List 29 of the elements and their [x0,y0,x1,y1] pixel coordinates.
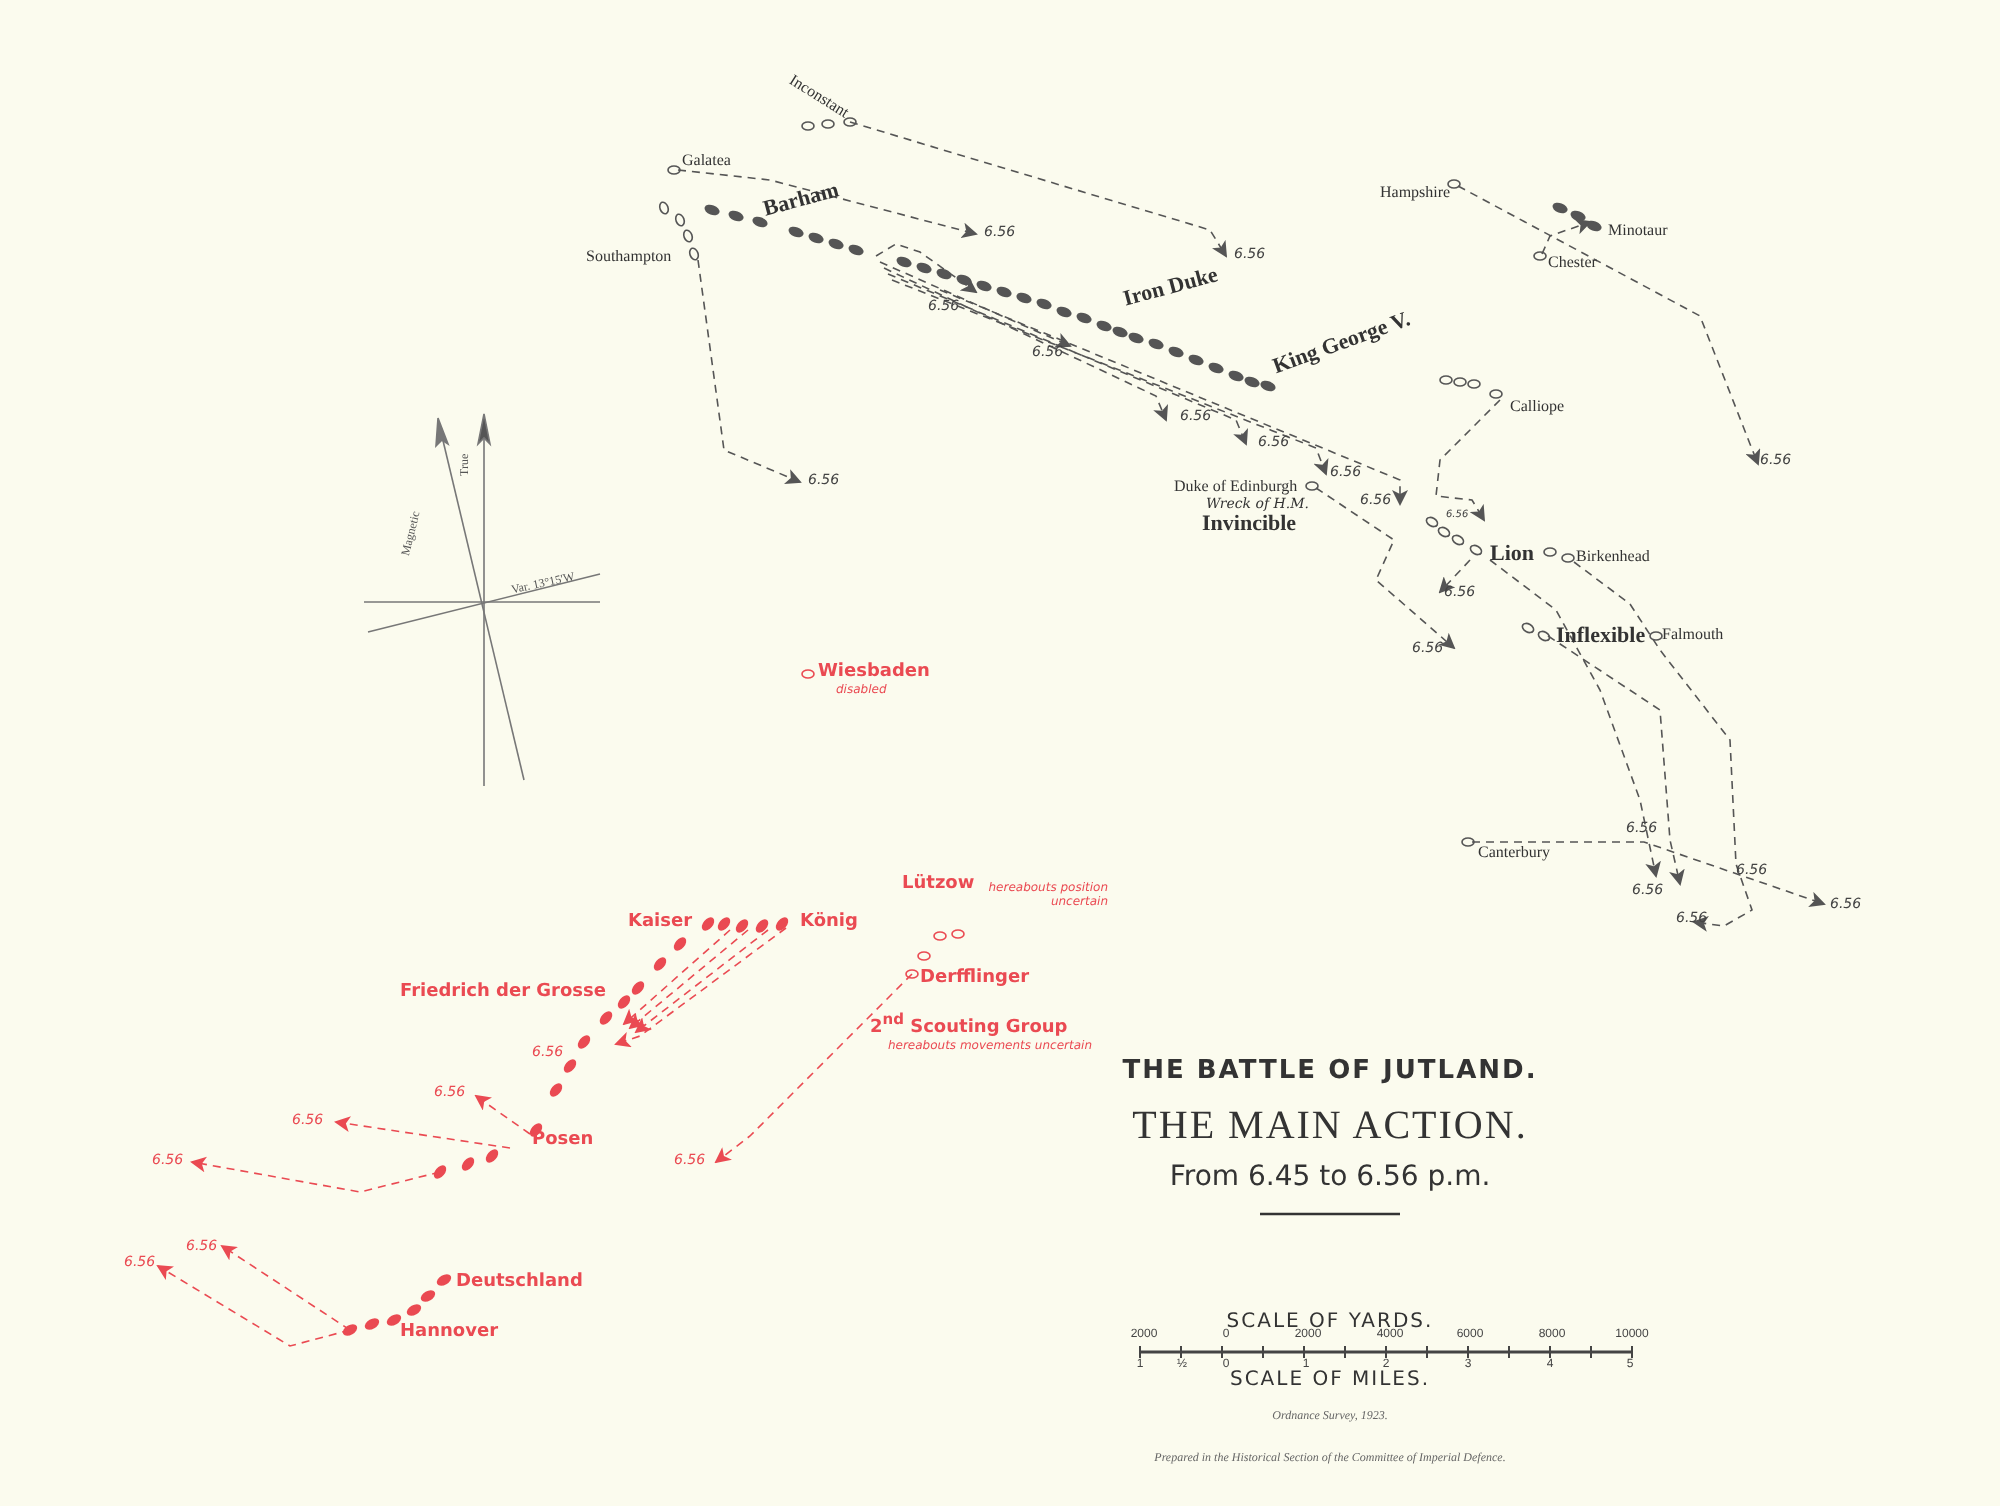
ship-name-label: Minotaur [1608,223,1668,241]
map-title: THE BATTLE OF JUTLAND. [1122,1057,1538,1087]
ship-name-label: Invincible [1202,511,1297,537]
ship-name-label: Hampshire [1380,185,1451,203]
ship-name-label: Canterbury [1478,845,1550,863]
ship-name-label: Wiesbaden [818,664,930,684]
ship-name-label: Lion [1490,541,1535,567]
ship-name-label: Southampton [586,249,672,267]
ship-name-label: Friedrich der Grosse [400,984,606,1004]
ship-name-label: Kaiser [628,914,693,934]
ship-name-label: Hannover [400,1324,499,1344]
ship-name-label: Deutschland [456,1274,583,1294]
ship-name-label: Iron Duke [1120,263,1221,312]
ship-name-label: Birkenhead [1576,549,1650,567]
ship-name-label: Galatea [682,153,731,171]
ship-name-label: Barham [760,178,842,222]
ship-name-label: König [800,914,858,934]
ship-name-label: Falmouth [1662,627,1724,645]
ship-name-label: Duke of Edinburgh [1174,479,1298,497]
ship-name-label: Derfflinger [920,970,1030,990]
ship-name-label: 2$^{nd}$ Scouting Group [870,1012,1068,1040]
ship-name-label: Lützow [902,876,975,896]
ship-name-label: Chester [1548,255,1597,273]
ship-name-label: King George V. [1269,307,1414,380]
ship-name-label: Calliope [1510,399,1565,417]
time-range-heading: From 6.45 to 6.56 p.m. [1169,1162,1491,1194]
scale-title: SCALE OF MILES. [1229,1369,1431,1391]
map-subtitle: THE MAIN ACTION. [1132,1104,1528,1148]
ship-name-label: Inflexible [1556,623,1646,649]
